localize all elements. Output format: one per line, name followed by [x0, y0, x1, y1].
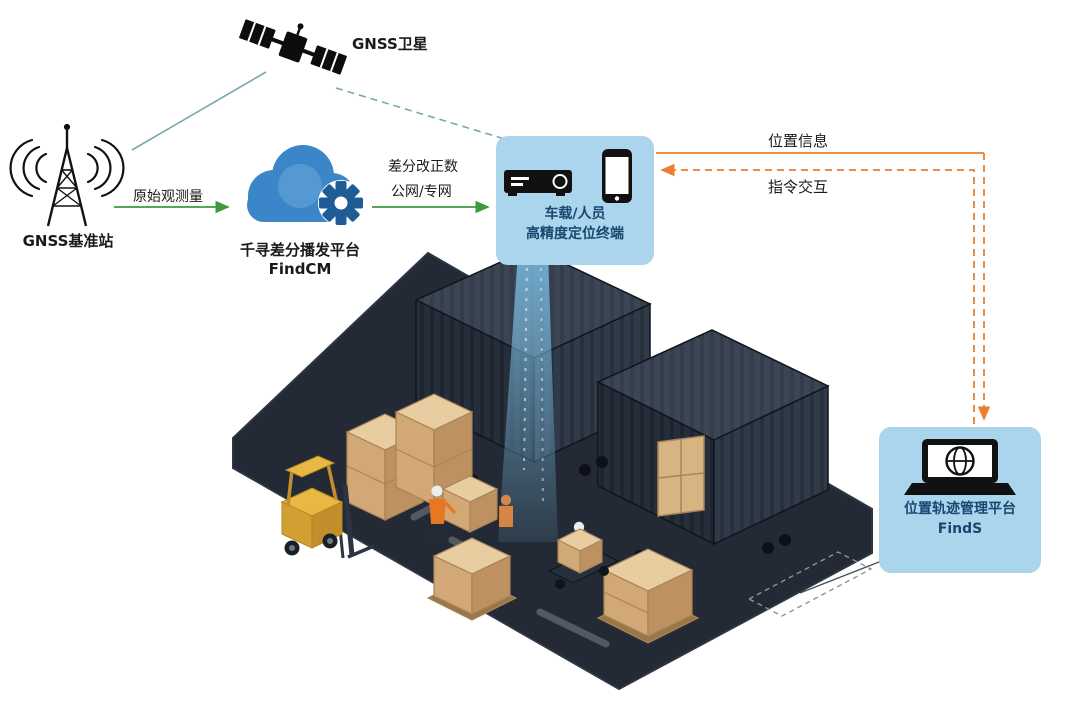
terminal-box: 车载/人员 高精度定位终端	[496, 136, 654, 265]
beam-signal-line	[540, 257, 544, 506]
carton-pallet-center	[426, 537, 518, 621]
platform-connector-line	[799, 559, 885, 594]
command-interaction-line	[660, 163, 975, 424]
satellite-icon	[239, 19, 347, 75]
receiver-icon	[504, 170, 572, 196]
laptop-globe-icon	[904, 439, 1016, 495]
correction-label-line2: 公网/专网	[391, 184, 452, 200]
pallet-jack-icon	[547, 528, 620, 589]
phone-icon	[602, 149, 632, 203]
satellite-label: GNSS卫星	[352, 35, 428, 53]
container-2	[596, 329, 830, 546]
cloud-platform-name: 千寻差分播发平台	[239, 241, 360, 259]
gear-icon	[318, 180, 364, 226]
raw-observation-label: 原始观测量	[133, 189, 203, 205]
carton-single	[441, 475, 499, 533]
forklift-icon	[280, 455, 375, 559]
satellite-to-terminal-line	[335, 87, 509, 141]
positioning-beam	[498, 253, 558, 542]
correction-label-line1: 差分改正数	[388, 159, 458, 175]
base-station-icon	[9, 123, 125, 227]
worker-icon-1	[429, 485, 457, 542]
carton-pallet-right	[596, 548, 700, 644]
platform-box: 位置轨迹管理平台 FindS	[879, 427, 1041, 573]
terminal-icons	[504, 149, 632, 203]
floor-dashed-zone	[747, 551, 873, 617]
command-interaction-label: 指令交互	[768, 178, 829, 196]
platform-label-line2: FindS	[937, 521, 983, 538]
platform-label-line1: 位置轨迹管理平台	[904, 501, 1016, 517]
satellite-to-base-line	[131, 71, 267, 151]
terminal-label-line2: 高精度定位终端	[526, 226, 624, 243]
terminal-label-line1: 车载/人员	[544, 206, 606, 222]
position-info-label: 位置信息	[768, 132, 829, 150]
base-station-label: GNSS基准站	[22, 232, 114, 250]
warehouse-scene	[232, 247, 873, 691]
cloud-platform-product: FindCM	[268, 260, 332, 278]
